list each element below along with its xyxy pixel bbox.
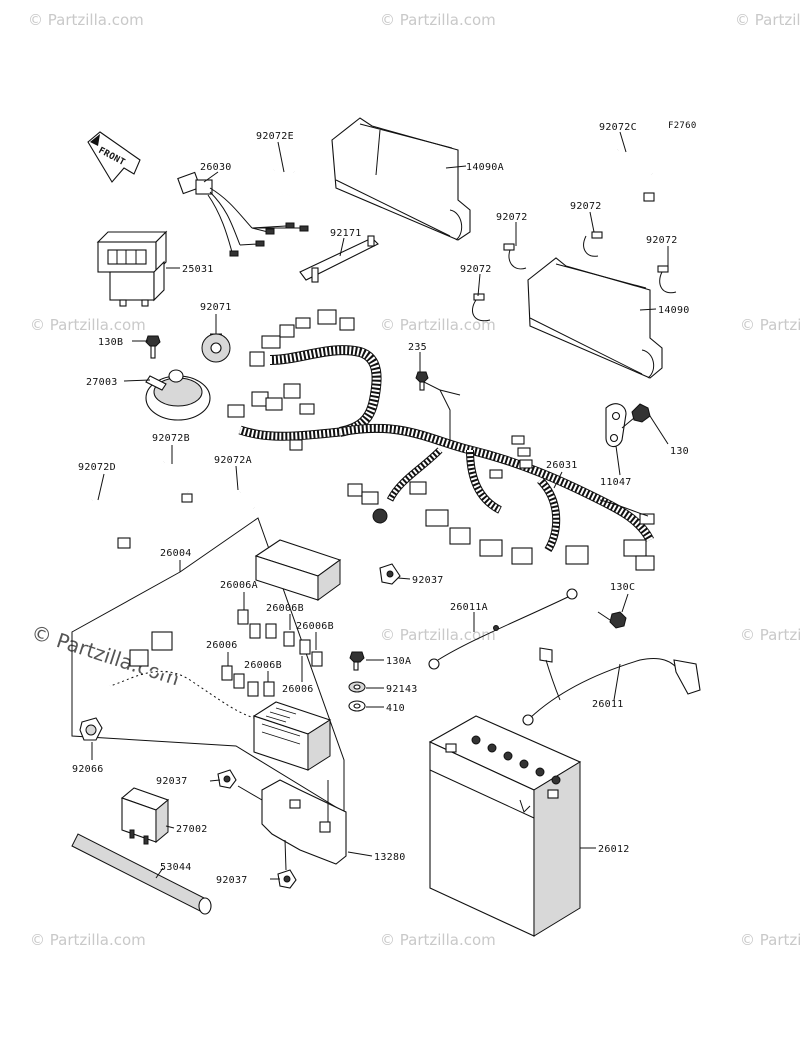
band-92072A [232,491,258,524]
label-25031: 25031 [182,264,214,275]
label-410: 410 [386,703,405,714]
label-92072: 92072 [570,201,602,212]
bolt-130B [145,335,161,359]
label-92072D: 92072D [78,462,116,473]
label-26006A: 26006A [220,580,258,591]
washer-410 [348,700,366,712]
cover-14090A [331,117,471,241]
horn-27003 [145,369,211,421]
label-130A: 130A [386,656,411,667]
label-26006: 26006 [282,684,314,695]
label-26011A: 26011A [450,602,488,613]
label-92072: 92072 [646,235,678,246]
label-27003: 27003 [86,377,118,388]
bracket-11047 [605,403,627,448]
front-arrow-icon: FRONT [87,131,141,183]
bolt-130A [349,651,365,671]
label-14090A: 14090A [466,162,504,173]
watermark: © Partzilla.com [740,626,800,644]
label-26006B: 26006B [296,621,334,632]
watermark: © Partzilla.com [28,11,144,29]
band-92072C [609,149,658,202]
label-235: 235 [408,342,427,353]
label-26006B: 26006B [266,603,304,614]
label-13280: 13280 [374,852,406,863]
watermark: © Partzilla.com [740,316,800,334]
relay-27002 [120,787,170,845]
watermark: © Partzilla.com [380,626,496,644]
cable-26011A [428,588,578,670]
band-92072-a [503,243,527,270]
label-92037: 92037 [412,575,444,586]
band-92072-d [472,293,491,322]
nut-92066 [79,717,103,741]
label-92037: 92037 [216,875,248,886]
tube-53044 [71,833,212,915]
label-53044: 53044 [160,862,192,873]
diagram-code: F2760 [668,121,697,131]
part-labels: 92072E 92072C 26030 14090A 92072 92072 9… [72,122,690,886]
watermark: © Partzilla.com [380,316,496,334]
watermark: © Partzilla.com [30,931,146,949]
label-92066: 92066 [72,764,104,775]
label-92072A: 92072A [214,455,252,466]
watermark: © Partzilla.com [380,931,496,949]
label-92143: 92143 [386,684,418,695]
label-26011: 26011 [592,699,624,710]
label-92072C: 92072C [599,122,637,133]
hour-meter-25031 [96,230,168,307]
label-14090: 14090 [658,305,690,316]
label-11047: 11047 [600,477,632,488]
label-92072: 92072 [496,212,528,223]
main-harness-26031 [227,309,655,571]
label-92072B: 92072B [152,433,190,444]
band-92072D [81,498,131,561]
battery-26012 [428,715,582,937]
label-26006B: 26006B [244,660,282,671]
grommet-92071 [201,333,231,363]
label-26012: 26012 [598,844,630,855]
label-26030: 26030 [200,162,232,173]
watermark: © Partzilla.com [740,931,800,949]
band-92072E [271,169,303,198]
label-130: 130 [670,446,689,457]
washer-92143 [348,681,366,693]
band-92072-c [657,265,677,294]
cover-14090 [527,257,663,379]
label-26004: 26004 [160,548,192,559]
band-92072-b [583,231,603,257]
screw-235 [415,371,429,391]
label-92171: 92171 [330,228,362,239]
band-92072B [156,461,193,506]
cable-26011 [522,647,701,726]
clamp-92037-b [217,769,237,789]
label-26031: 26031 [546,460,578,471]
bracket-92171 [299,235,379,283]
clamp-92037-c [277,869,297,889]
clamp-92037-a [379,563,401,585]
watermark: © Partzilla.com [735,11,800,29]
bracket-13280 [237,779,347,871]
leader-lines [91,131,669,880]
label-92071: 92071 [200,302,232,313]
fuses-26006 [221,609,323,697]
label-26006: 26006 [206,640,238,651]
watermark: © Partzilla.com [30,316,146,334]
fuse-box-assembly-26004 [71,517,345,813]
watermark-featured: © Partzilla.com [28,620,182,691]
label-27002: 27002 [176,824,208,835]
label-130C: 130C [610,582,635,593]
label-92072E: 92072E [256,131,294,142]
bolt-130C [597,611,627,629]
sub-harness-26030 [177,171,309,257]
label-92072: 92072 [460,264,492,275]
label-92037: 92037 [156,776,188,787]
label-130B: 130B [98,337,123,348]
watermark: © Partzilla.com [380,11,496,29]
